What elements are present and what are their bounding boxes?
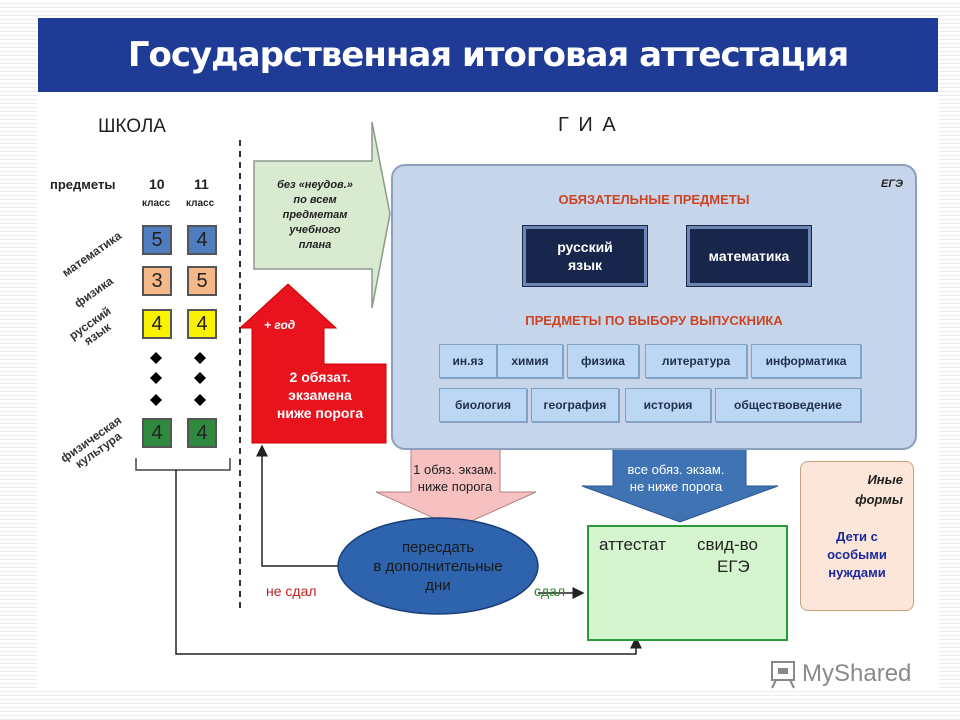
required-title: ОБЯЗАТЕЛЬНЫЕ ПРЕДМЕТЫ [558, 192, 750, 207]
ellipsis-diamonds [150, 352, 206, 406]
plus-year-arrow [238, 283, 387, 444]
connectors [135, 121, 795, 689]
one-exam-fail-arrow [375, 447, 537, 529]
grade-russian-10: 4 [142, 309, 172, 339]
red-arrow-line2: экзамена [288, 387, 352, 403]
watermark-text: MyShared [802, 660, 912, 687]
retake-ellipse [337, 517, 539, 615]
svid-label-line2: ЕГЭ [717, 557, 750, 576]
gia-heading: Г И А [558, 114, 618, 136]
passed-label: сдал [534, 583, 566, 599]
elective-chip: физика [567, 344, 639, 378]
required-russian: русский язык [523, 226, 647, 286]
required-math: математика [687, 226, 811, 286]
grade-math-11: 4 [187, 225, 217, 255]
red-arrow-line1: 2 обязат. [289, 369, 351, 385]
other-forms-line1: Иные [867, 472, 903, 487]
subjects-label: предметы [50, 177, 116, 192]
plus-year-label: + год [264, 318, 296, 332]
title-bar: Государственная итоговая аттестация [38, 18, 938, 92]
svid-label-line1: свид-во [697, 535, 758, 554]
other-forms-box: Иные формы Дети с особыми нуждами [800, 461, 914, 611]
elective-title: ПРЕДМЕТЫ ПО ВЫБОРУ ВЫПУСКНИКА [525, 313, 783, 328]
grade-pe-10: 4 [142, 418, 172, 448]
arrow-top-line4: учебного [289, 224, 341, 236]
kids-line1: Дети с [836, 529, 878, 544]
kids-line2: особыми [827, 547, 887, 562]
ege-label: ЕГЭ [881, 178, 903, 190]
elective-chip: география [531, 388, 619, 422]
arrow-top-line2: по всем [293, 194, 337, 206]
ege-box: ЕГЭ ОБЯЗАТЕЛЬНЫЕ ПРЕДМЕТЫ русский язык м… [391, 164, 917, 450]
all-exams-pass-text: все обяз. экзам. не ниже порога [608, 461, 744, 495]
required-russian-line1: русский [557, 239, 613, 255]
red-arrow-line3: ниже порога [276, 405, 364, 421]
slide-title: Государственная итоговая аттестация [127, 35, 849, 75]
down-left-line2: ниже порога [417, 479, 493, 494]
grade-physics-10: 3 [142, 266, 172, 296]
grade-physics-11: 5 [187, 266, 217, 296]
grade11-num: 11 [194, 176, 209, 192]
elective-chip: литература [645, 344, 747, 378]
attestat-label: аттестат [599, 535, 666, 554]
arrow-top-line3: предметам [282, 209, 348, 221]
school-to-gia-arrow [253, 121, 391, 309]
special-needs-text: Дети с особыми нуждами [801, 528, 913, 582]
grade10-num: 10 [149, 176, 165, 192]
grade-pe-11: 4 [187, 418, 217, 448]
elective-chip: обществоведение [715, 388, 861, 422]
red-arrow-text: 2 обязат. экзамена ниже порога [256, 368, 384, 422]
retake-line2: в дополнительные [373, 558, 503, 575]
down-right-line2: не ниже порога [629, 479, 723, 494]
elective-chip: информатика [751, 344, 861, 378]
grade11-word: класс [186, 198, 215, 209]
grade10-word: класс [142, 198, 171, 209]
slide: Государственная итоговая аттестация [38, 18, 938, 690]
other-forms-heading: Иные формы [855, 470, 903, 510]
arrow-top-line5: плана [298, 239, 332, 251]
down-right-line1: все обяз. экзам. [627, 462, 725, 477]
retake-line1: пересдать [401, 539, 475, 556]
one-exam-fail-text: 1 обяз. экзам. ниже порога [390, 461, 520, 495]
kids-line3: нуждами [828, 565, 886, 580]
certificate-box: аттестат свид-во ЕГЭ [587, 525, 788, 641]
not-passed-label: не сдал [266, 583, 317, 599]
elective-chip: история [625, 388, 711, 422]
retake-line3: дни [425, 577, 451, 594]
elective-chip: ин.яз [439, 344, 497, 378]
school-to-cert-line [175, 470, 642, 655]
myshared-logo-icon [771, 661, 795, 689]
school-heading: ШКОЛА [98, 116, 166, 137]
elective-chip: химия [497, 344, 563, 378]
required-russian-line2: язык [567, 257, 603, 273]
grade-russian-11: 4 [187, 309, 217, 339]
elective-chip: биология [439, 388, 527, 422]
retake-text: пересдать в дополнительные дни [338, 538, 538, 595]
grade-math-10: 5 [142, 225, 172, 255]
retake-fail-line [256, 444, 340, 567]
all-exams-pass-arrow [581, 447, 779, 523]
arrow-top-line1: без «неудов.» [277, 179, 353, 191]
other-forms-line2: формы [855, 492, 903, 507]
down-left-line1: 1 обяз. экзам. [413, 462, 497, 477]
grades-bracket [135, 458, 231, 471]
school-to-gia-text: без «неудов.» по всем предметам учебного… [260, 178, 370, 253]
